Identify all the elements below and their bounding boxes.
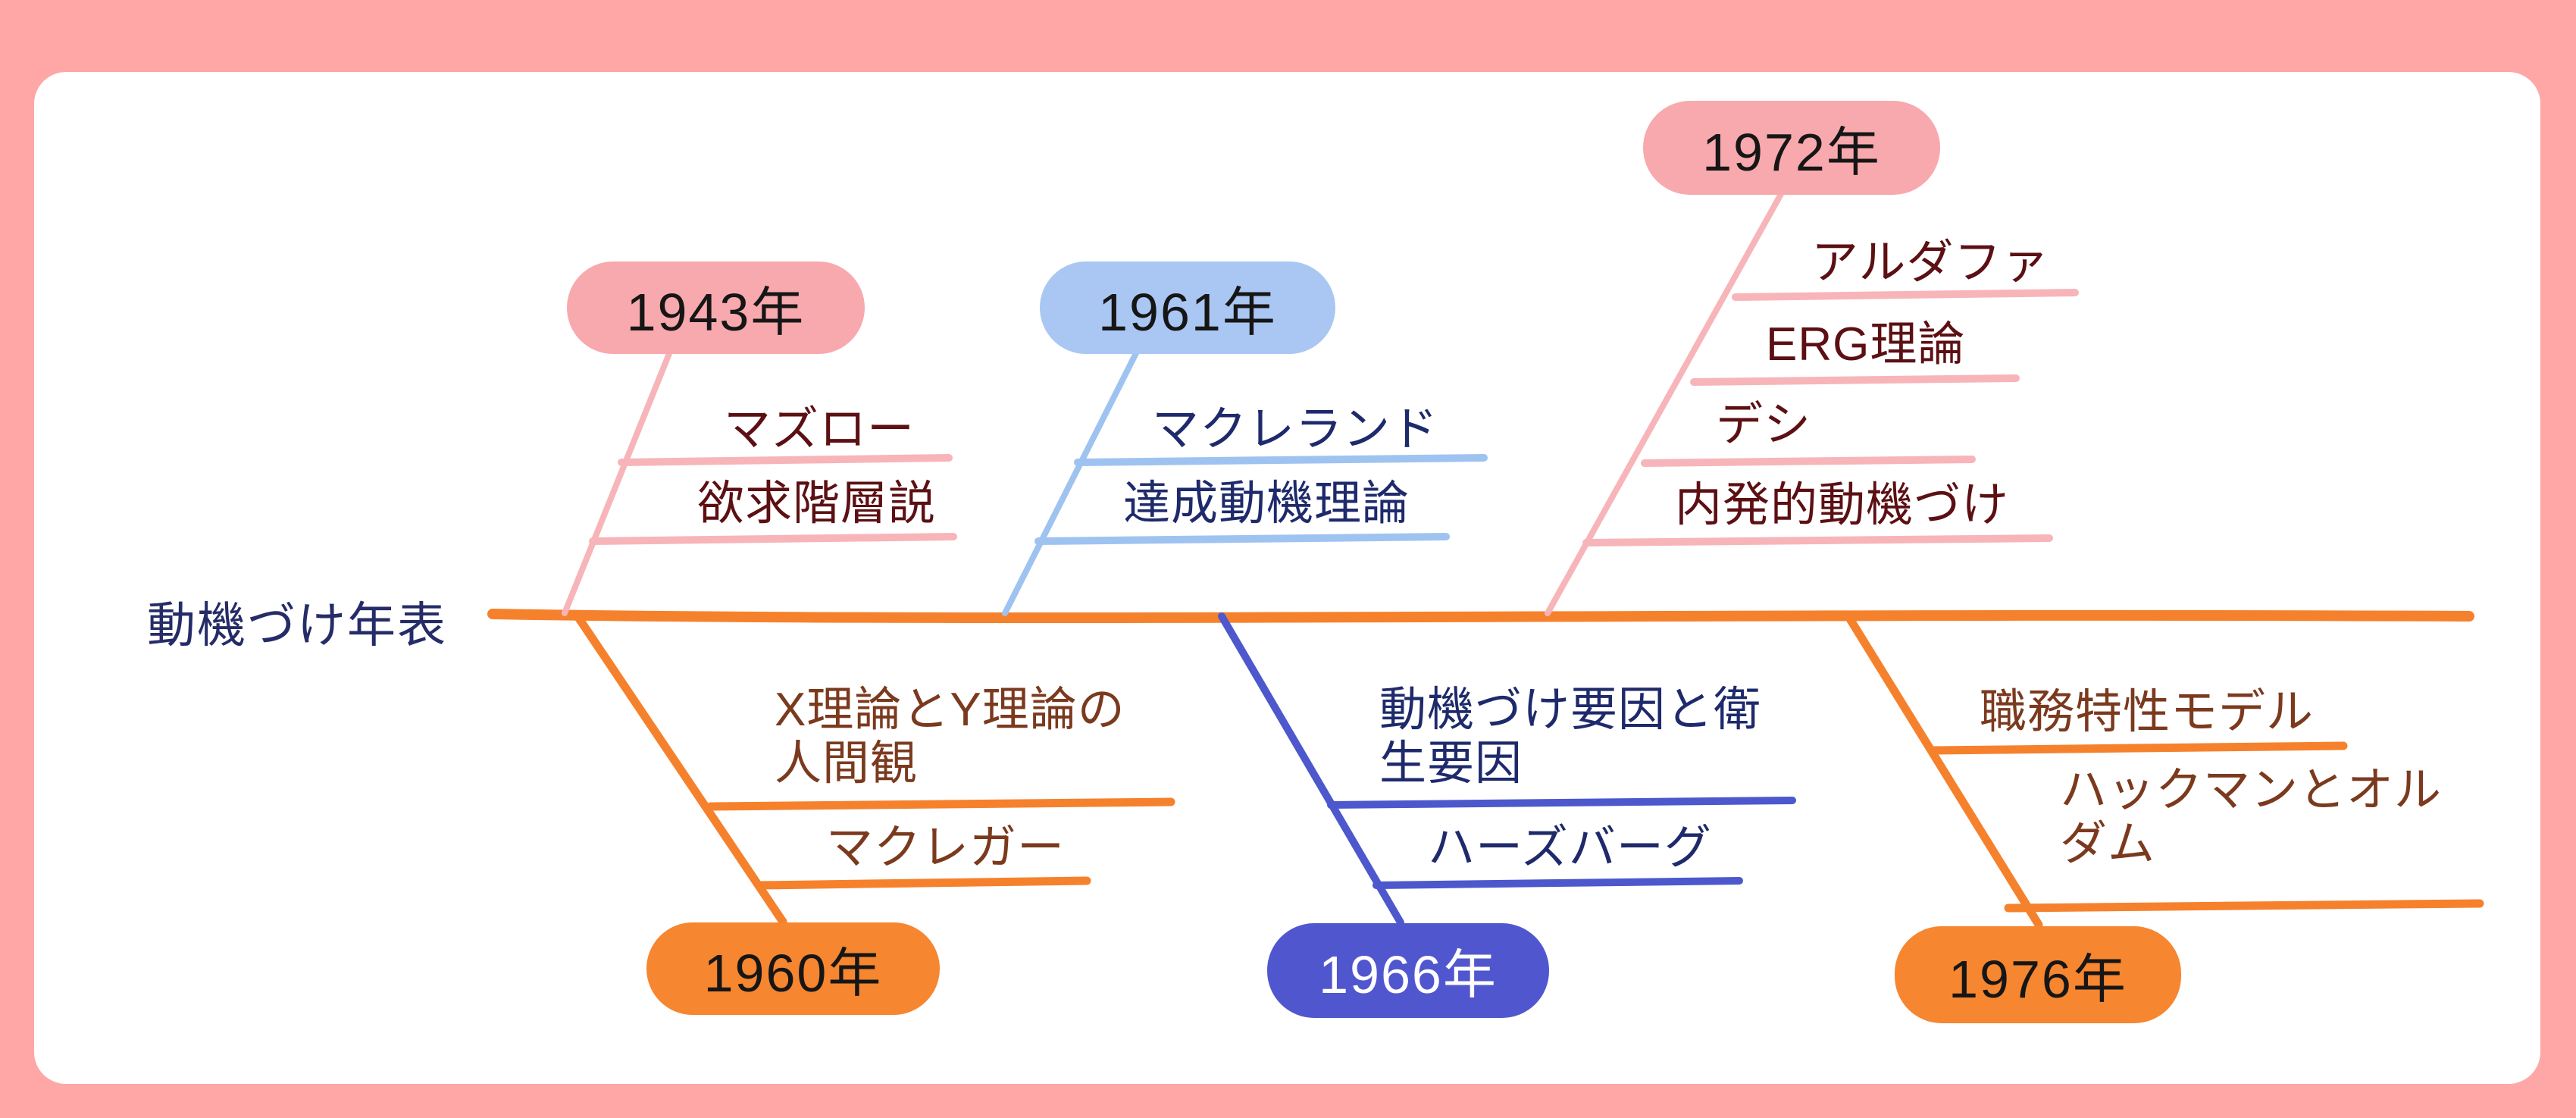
year-bubble-1972: 1972年 bbox=[1643, 101, 1940, 195]
branch-1960-tick-2 bbox=[756, 876, 1091, 890]
branch-1961-tick-2 bbox=[1034, 533, 1450, 545]
branch-1976-line bbox=[1845, 613, 2043, 929]
year-bubble-1960: 1960年 bbox=[646, 922, 940, 1015]
node-1961-theory: 達成動機理論 bbox=[1123, 478, 1410, 530]
branch-1943-tick-1 bbox=[618, 454, 953, 466]
node-1972-person-alderfer: アルダファ bbox=[1811, 236, 2050, 289]
node-1961-person: マクレランド bbox=[1152, 403, 1439, 456]
node-1966-person: ハーズバーグ bbox=[1428, 822, 1712, 874]
branch-1972-tick-1 bbox=[1732, 289, 2079, 301]
diagram-sheet bbox=[34, 72, 2540, 1084]
node-1972-person-deci: デシ bbox=[1716, 399, 1812, 451]
branch-1960-line bbox=[573, 612, 787, 926]
year-bubble-1966: 1966年 bbox=[1267, 923, 1549, 1018]
branch-1972-tick-2 bbox=[1690, 374, 2020, 386]
branch-1976-tick-2 bbox=[2004, 899, 2484, 913]
node-1966-theory: 動機づけ要因と衛生要因 bbox=[1379, 684, 1762, 790]
branch-1966-line bbox=[1218, 612, 1404, 926]
branch-1943-tick-2 bbox=[589, 533, 957, 545]
year-bubble-1943: 1943年 bbox=[567, 261, 865, 354]
year-bubble-1976: 1976年 bbox=[1895, 926, 2181, 1023]
node-1976-person: ハックマンとオルダム bbox=[2060, 764, 2443, 870]
branch-1961-line bbox=[1002, 349, 1140, 616]
node-1972-theory-intrinsic: 内発的動機づけ bbox=[1675, 479, 2010, 531]
branch-1966-tick-1 bbox=[1327, 797, 1796, 809]
node-1943-person: マズロー bbox=[724, 403, 916, 456]
node-1943-theory: 欲求階層説 bbox=[697, 478, 937, 530]
node-1972-theory-erg: ERG理論 bbox=[1766, 318, 1966, 371]
branch-1961-tick-1 bbox=[1074, 454, 1488, 466]
node-1960-person: マクレガー bbox=[826, 822, 1066, 874]
timeline-spine bbox=[487, 609, 2474, 624]
branch-1943-line bbox=[562, 349, 673, 616]
year-bubble-1961: 1961年 bbox=[1040, 261, 1335, 354]
branch-1972-tick-3 bbox=[1641, 456, 1976, 467]
branch-1972-tick-4 bbox=[1582, 534, 2053, 546]
branch-1966-tick-2 bbox=[1373, 877, 1743, 889]
node-1976-theory: 職務特性モデル bbox=[1980, 686, 2315, 738]
node-1960-theory: X理論とY理論の人間観 bbox=[775, 684, 1125, 790]
root-label: 動機づけ年表 bbox=[147, 598, 447, 653]
branch-1976-tick-1 bbox=[1930, 741, 2348, 755]
branch-1960-tick-1 bbox=[706, 797, 1175, 811]
